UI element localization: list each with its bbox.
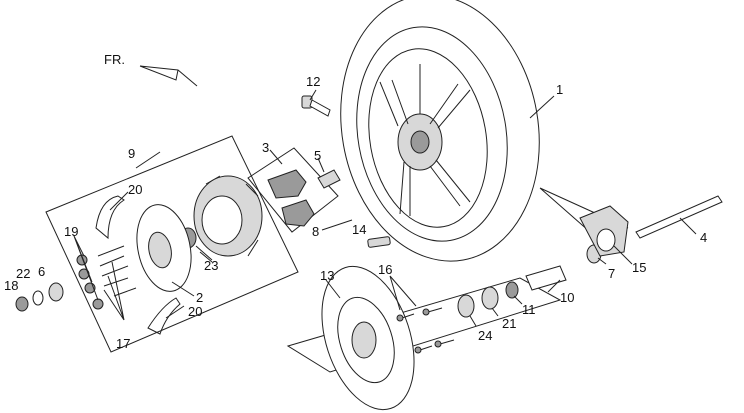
part-label-20-top: 20 [128, 182, 142, 197]
part-label-11: 11 [522, 302, 536, 317]
part-label-3: 3 [262, 140, 269, 155]
bearing-21 [481, 286, 499, 310]
part-label-13: 13 [320, 268, 334, 283]
damper-plate [247, 147, 339, 233]
tire-valve [301, 95, 331, 117]
part-label-24: 24 [478, 328, 492, 343]
bearing-6 [48, 282, 64, 302]
sprocket-disc [136, 204, 192, 292]
part-label-12: 12 [306, 74, 320, 89]
hub-assembly-plate [45, 135, 299, 353]
damper-rubbers [267, 169, 315, 227]
part-label-7: 7 [608, 266, 615, 281]
bearing-24 [457, 294, 475, 318]
studs-and-nuts [76, 245, 137, 310]
lock-plate-top [95, 195, 125, 240]
part-label-21: 21 [502, 316, 516, 331]
rear-wheel [340, 0, 540, 262]
collar [317, 169, 341, 189]
front-direction-arrow [139, 65, 198, 87]
part-label-5: 5 [314, 148, 321, 163]
part-label-15: 15 [632, 260, 646, 275]
balance-weight [367, 236, 391, 248]
part-label-19: 19 [64, 224, 78, 239]
part-label-4: 4 [700, 230, 707, 245]
part-label-9: 9 [128, 146, 135, 161]
disc-bolts [396, 307, 455, 354]
brake-disc [321, 265, 415, 411]
oil-seal-11 [505, 281, 519, 299]
leader-lines [73, 89, 697, 327]
rear-axle [635, 195, 723, 239]
washer-22 [32, 290, 44, 306]
part-label-8: 8 [312, 224, 319, 239]
sprocket-hub [179, 175, 263, 263]
nut-18 [15, 296, 29, 312]
part-label-22: 22 [16, 266, 30, 281]
part-label-2: 2 [196, 290, 203, 305]
part-label-18: 18 [4, 278, 18, 293]
part-label-16: 16 [378, 262, 392, 277]
part-label-10: 10 [560, 290, 574, 305]
disc-plate [286, 277, 562, 373]
part-label-17: 17 [116, 336, 130, 351]
orientation-label: FR. [104, 52, 125, 67]
part-label-1: 1 [556, 82, 563, 97]
caliper-bracket [579, 205, 629, 257]
part-label-20-bottom: 20 [188, 304, 202, 319]
part-label-6: 6 [38, 264, 45, 279]
part-label-14: 14 [352, 222, 366, 237]
part-label-23: 23 [204, 258, 218, 273]
lock-plate-bottom [147, 297, 181, 335]
spacer-10 [525, 265, 567, 291]
